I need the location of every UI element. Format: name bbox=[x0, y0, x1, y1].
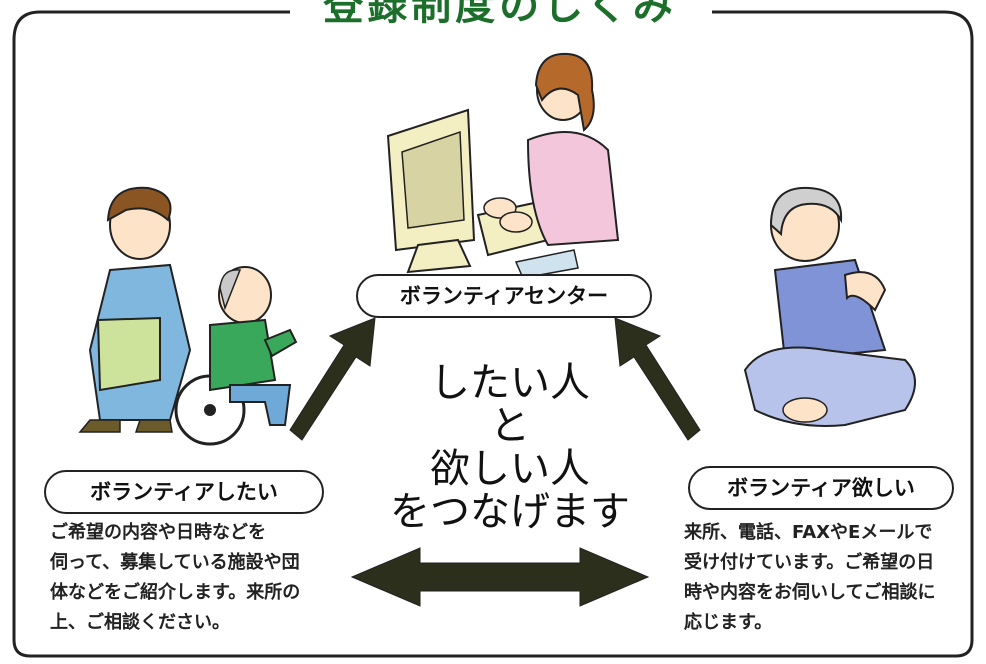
right-description-line: 応じます。 bbox=[684, 612, 773, 633]
left-description-line: 伺って、募集している施設や団 bbox=[50, 552, 300, 573]
page-title: 登録制度のしくみ bbox=[290, 0, 710, 30]
center-label-volunteer-center: ボランティアセンター bbox=[356, 274, 652, 318]
center-message-line: をつなげます bbox=[390, 489, 630, 535]
right-description: 来所、電話、FAXやEメールで 受け付けています。ご希望の日 時や内容をお伺いし… bbox=[684, 518, 974, 638]
left-label-want-to-volunteer: ボランティアしたい bbox=[44, 470, 324, 514]
arrow-right-up bbox=[614, 317, 701, 441]
caregiver-wheelchair-illustration bbox=[78, 186, 298, 446]
right-description-line: 来所、電話、FAXやEメールで bbox=[684, 522, 933, 543]
center-message-line: 欲しい人 bbox=[430, 446, 590, 492]
center-message-line: したい人 bbox=[430, 360, 590, 406]
left-description-line: 体などをご紹介します。来所の bbox=[50, 582, 301, 603]
staff-at-computer-illustration bbox=[386, 52, 620, 279]
center-message: したい人 と 欲しい人 をつなげます bbox=[360, 362, 660, 534]
left-description: ご希望の内容や日時などを 伺って、募集している施設や団 体などをご紹介します。来… bbox=[50, 518, 340, 638]
arrow-left-up bbox=[289, 317, 376, 441]
elderly-sitting-illustration bbox=[743, 186, 916, 427]
right-description-line: 受け付けています。ご希望の日 bbox=[684, 552, 935, 573]
left-description-line: ご希望の内容や日時などを bbox=[50, 522, 266, 543]
right-label-want-volunteers: ボランティア欲しい bbox=[688, 466, 954, 510]
center-message-line: と bbox=[490, 403, 530, 449]
arrow-bidirectional bbox=[350, 547, 650, 607]
right-description-line: 時や内容をお伺いしてご相談に bbox=[684, 582, 936, 603]
left-description-line: 上、ご相談ください。 bbox=[50, 612, 230, 633]
